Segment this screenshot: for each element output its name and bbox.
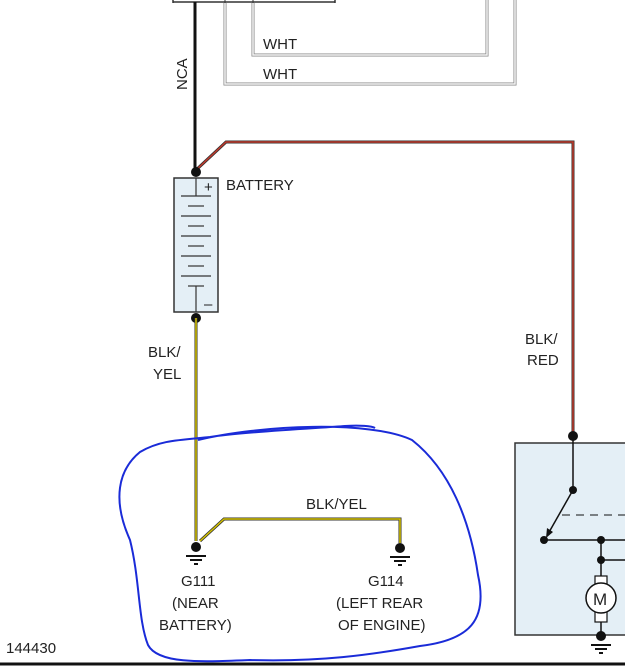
battery-plus: + <box>204 179 213 196</box>
wht-wires <box>223 0 517 86</box>
blk-yel-left-line1: BLK/ <box>148 344 181 361</box>
upper-connector <box>172 0 336 3</box>
junction-dot-lower <box>597 556 605 564</box>
battery-minus: – <box>204 296 213 313</box>
ground-g111-symbol <box>186 542 206 565</box>
hand-drawn-annotation-circle <box>118 424 482 663</box>
battery-label: BATTERY <box>226 177 294 194</box>
blk-red-wire <box>194 140 575 436</box>
g114-id: G114 <box>368 573 404 590</box>
g114-desc-line2: OF ENGINE) <box>338 617 426 634</box>
blk-red-label-line2: RED <box>527 352 559 369</box>
wht-label-bottom: WHT <box>263 66 297 83</box>
battery-positive-terminal <box>191 167 201 177</box>
g111-desc-line1: (NEAR <box>172 595 219 612</box>
switch-contact-dot <box>540 536 548 544</box>
blk-yel-wire-middle <box>198 517 402 543</box>
blk-red-label-line1: BLK/ <box>525 331 558 348</box>
g114-desc-line1: (LEFT REAR <box>336 595 423 612</box>
module-ground-symbol <box>591 631 611 654</box>
blk-red-terminal <box>568 431 578 441</box>
g111-id: G111 <box>181 573 215 590</box>
motor-relay-module <box>514 436 625 640</box>
motor-label: M <box>593 590 607 609</box>
blk-yel-left-line2: YEL <box>153 366 181 383</box>
blk-yel-mid-label: BLK/YEL <box>306 496 367 513</box>
nca-label: NCA <box>174 58 191 90</box>
wht-label-top: WHT <box>263 36 297 53</box>
g111-desc-line2: BATTERY) <box>159 617 232 634</box>
battery <box>173 177 219 313</box>
switch-pivot-dot <box>569 486 577 494</box>
junction-dot-upper <box>597 536 605 544</box>
ground-g114-symbol <box>390 543 410 566</box>
figure-number: 144430 <box>6 640 56 657</box>
